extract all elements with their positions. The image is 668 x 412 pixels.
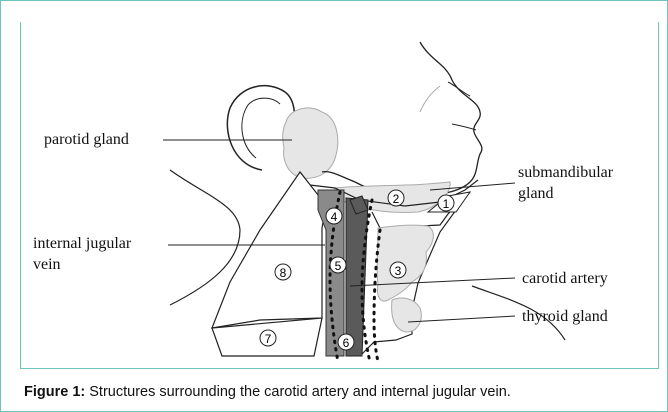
- mouth-line: [452, 124, 476, 130]
- svg-text:4: 4: [331, 210, 338, 224]
- nostril: [448, 82, 470, 96]
- svg-text:8: 8: [280, 266, 287, 280]
- cheek-line: [420, 86, 440, 112]
- svg-text:6: 6: [343, 336, 350, 350]
- svg-text:3: 3: [395, 264, 402, 278]
- label-ijv-line1: internal jugular: [33, 234, 131, 253]
- svg-text:5: 5: [335, 259, 342, 273]
- region-8-outline: [212, 172, 326, 328]
- label-thyroid-gland: thyroid gland: [522, 307, 608, 326]
- label-carotid-artery: carotid artery: [522, 269, 608, 288]
- svg-text:1: 1: [443, 197, 450, 211]
- label-submandibular-line2: gland: [518, 184, 554, 203]
- figure-caption: Figure 1: Structures surrounding the car…: [24, 384, 511, 400]
- region-marker-4: 4: [326, 208, 342, 224]
- region-marker-5: 5: [330, 257, 346, 273]
- caption-prefix: Figure 1:: [24, 384, 85, 400]
- ear-inner: [242, 98, 280, 158]
- face-profile: [322, 42, 482, 196]
- region-marker-7: 7: [260, 330, 276, 346]
- region-marker-8: 8: [275, 264, 291, 280]
- carotid-artery-shape: [346, 198, 368, 356]
- larynx-shape: [377, 225, 433, 301]
- label-parotid-gland: parotid gland: [44, 130, 129, 149]
- region-marker-1: 1: [438, 195, 454, 211]
- region-marker-2: 2: [388, 190, 404, 206]
- caption-text: Structures surrounding the carotid arter…: [85, 384, 511, 400]
- label-ijv-line2: vein: [33, 255, 61, 274]
- thyroid-pointer: [408, 316, 515, 322]
- label-submandibular-line1: submandibular: [518, 163, 613, 182]
- region-marker-3: 3: [390, 262, 406, 278]
- parotid-gland-shape: [283, 108, 338, 178]
- thyroid-gland-shape: [392, 298, 422, 332]
- svg-text:2: 2: [393, 192, 400, 206]
- svg-text:7: 7: [265, 332, 272, 346]
- region-marker-6: 6: [338, 334, 354, 350]
